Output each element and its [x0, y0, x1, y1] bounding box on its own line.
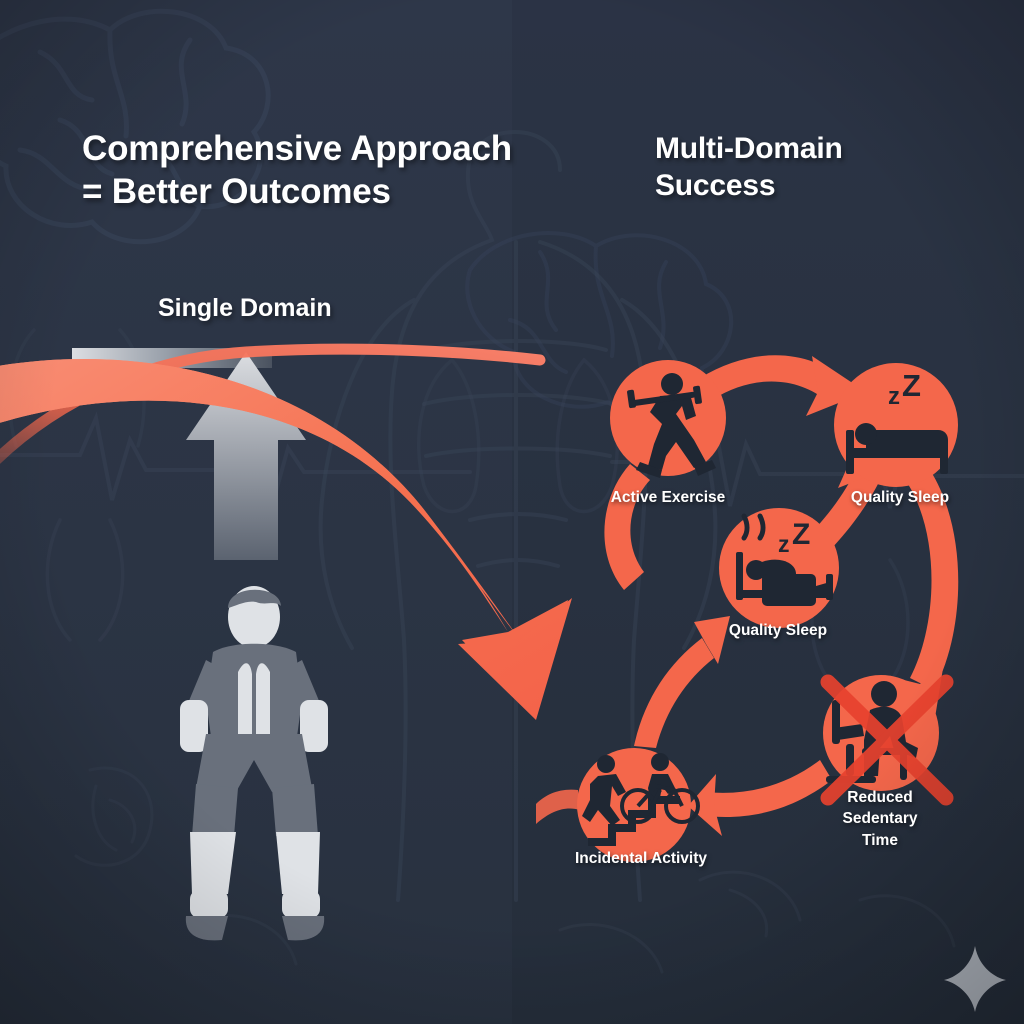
infographic-canvas: z Z z Z — [0, 0, 1024, 1024]
vignette — [0, 0, 1024, 1024]
decor-layer — [0, 0, 1024, 1024]
